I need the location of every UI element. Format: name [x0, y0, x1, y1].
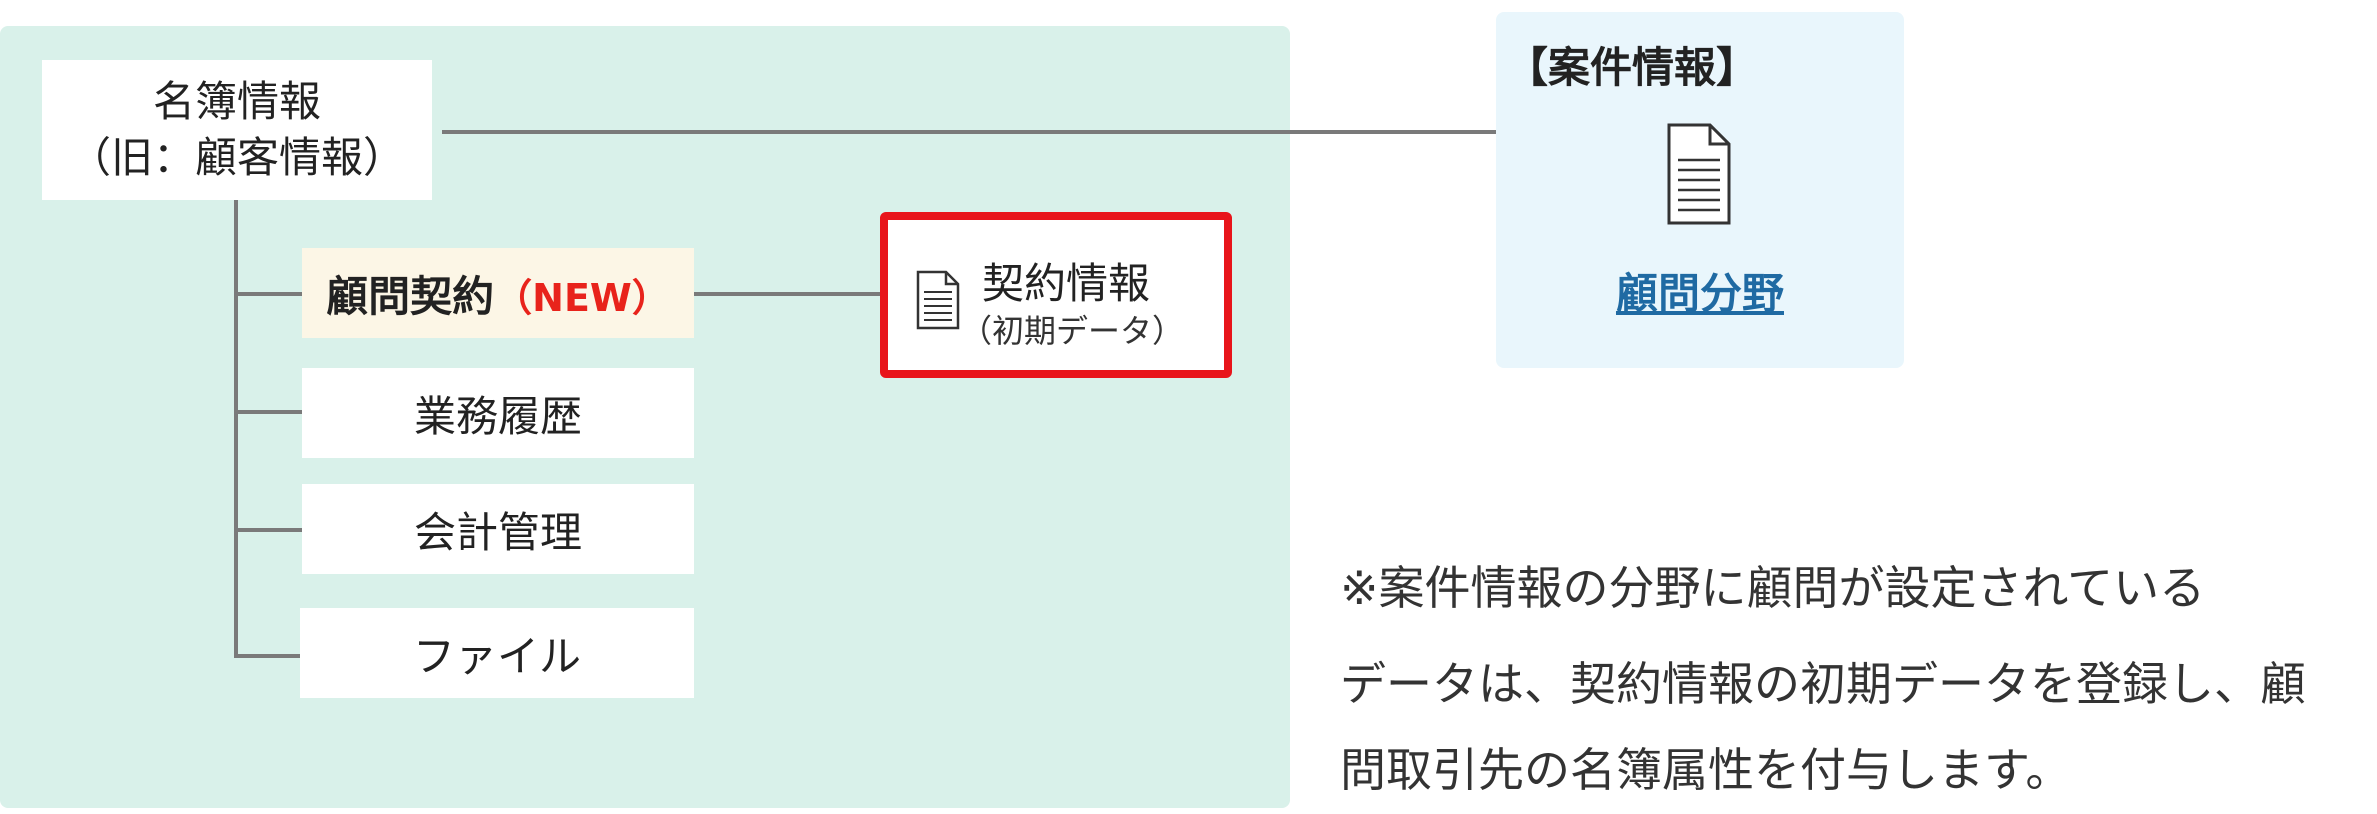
- branch-connector-contract: [234, 292, 302, 296]
- note-line-3: 問取引先の名簿属性を付与します。: [1340, 743, 2072, 797]
- file-label: ファイル: [412, 631, 581, 681]
- document-icon: [1667, 123, 1731, 225]
- note-line-1: ※案件情報の分野に顧問が設定されている: [1340, 561, 2206, 615]
- contract-info-subtitle: （初期データ）: [960, 312, 1185, 350]
- document-icon: [916, 270, 960, 330]
- history-node: 業務履歴: [302, 368, 694, 458]
- directory-former-name: （旧：顧客情報）: [68, 133, 405, 182]
- file-node: ファイル: [300, 608, 694, 698]
- advisory-field-link[interactable]: 顧問分野: [1615, 269, 1784, 318]
- contract-info-title: 契約情報: [982, 259, 1151, 308]
- contract-label: 顧問契約: [326, 271, 495, 321]
- contract-info-card: 契約情報 （初期データ）: [880, 212, 1232, 378]
- branch-connector-file: [234, 654, 302, 658]
- case-info-title: 【案件情報】: [1506, 43, 1759, 92]
- case-info-panel: 【案件情報】 顧問分野: [1496, 12, 1904, 368]
- directory-root-node: 名簿情報 （旧：顧客情報）: [42, 60, 432, 200]
- accounting-label: 会計管理: [413, 507, 582, 557]
- history-label: 業務履歴: [413, 391, 582, 441]
- directory-to-case-connector: [442, 130, 1576, 134]
- contract-node: 顧問契約 （NEW）: [302, 248, 694, 338]
- accounting-node: 会計管理: [302, 484, 694, 574]
- contract-to-info-connector: [694, 292, 880, 296]
- branch-connector-accounting: [234, 528, 302, 532]
- note-line-2: データは、契約情報の初期データを登録し、顧: [1340, 657, 2306, 711]
- directory-title: 名簿情報: [152, 77, 321, 126]
- tree-trunk-connector: [234, 200, 238, 656]
- branch-connector-history: [234, 410, 302, 414]
- new-tag: （NEW）: [494, 275, 670, 320]
